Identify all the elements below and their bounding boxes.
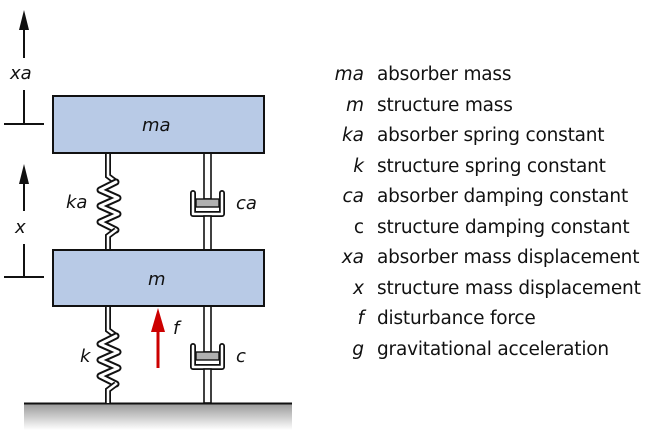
x-label: x (14, 217, 26, 238)
ground-fill (24, 404, 292, 430)
legend-description: absorber mass displacement (377, 247, 640, 268)
legend-symbol: m (345, 94, 364, 116)
structure-damper-label: c (236, 346, 246, 367)
structure-mass: m (52, 249, 265, 307)
force-label: f (173, 318, 182, 339)
legend-description: structure mass displacement (377, 277, 641, 299)
legend-description: absorber mass (377, 64, 512, 85)
legend-item: ma absorber mass (318, 60, 668, 91)
legend-item: c structure damping constant (318, 213, 668, 244)
absorber-spring: ka (66, 153, 122, 250)
xa-label: xa (9, 63, 32, 84)
legend-item: k structure spring constant (318, 152, 668, 183)
structure-mass-block (52, 249, 265, 307)
legend-symbol: k (353, 155, 364, 177)
absorber-spring-label: ka (66, 192, 87, 213)
legend-symbol: ka (341, 125, 364, 146)
legend-symbol: xa (341, 247, 364, 268)
legend-description: structure damping constant (377, 216, 630, 238)
structure-damper: c (190, 305, 246, 404)
absorber-damper-rod (203, 152, 212, 200)
legend-symbol: c (353, 216, 364, 238)
absorber-damper: ca (190, 152, 257, 251)
legend-item: xa absorber mass displacement (318, 243, 668, 274)
legend-description: gravitational acceleration (377, 338, 609, 360)
legend-description: absorber spring constant (377, 125, 605, 146)
legend-item: ka absorber spring constant (318, 121, 668, 152)
absorber-displacement-indicator: xa (4, 10, 44, 125)
legend-item: f disturbance force (318, 304, 668, 335)
legend-symbol: f (357, 308, 364, 329)
legend-item: ca absorber damping constant (318, 182, 668, 213)
legend: ma absorber mass m structure mass ka abs… (318, 60, 668, 365)
legend-item: g gravitational acceleration (318, 335, 668, 366)
legend-description: structure spring constant (377, 155, 606, 177)
legend-symbol: x (353, 277, 364, 299)
legend-symbol: ma (334, 64, 364, 85)
structure-spring-label: k (80, 346, 92, 367)
legend-symbol: ca (342, 186, 364, 207)
xa-arrow-head (19, 10, 29, 30)
force-arrow-head (151, 308, 165, 332)
legend-symbol: g (352, 338, 364, 360)
absorber-damper-label: ca (236, 193, 257, 214)
structure-displacement-indicator: x (4, 164, 44, 278)
absorber-mass: ma (52, 95, 265, 154)
structure-damper-piston (195, 351, 220, 361)
structure-spring: k (80, 306, 122, 403)
legend-description: disturbance force (377, 308, 536, 329)
absorber-damper-lower-rod (203, 215, 212, 251)
ground (24, 402, 292, 430)
legend-description: structure mass (377, 94, 513, 116)
legend-item: m structure mass (318, 91, 668, 122)
structure-damper-rod (203, 305, 212, 353)
absorber-damper-piston (195, 198, 220, 208)
legend-item: x structure mass displacement (318, 274, 668, 305)
absorber-mass-label: ma (142, 115, 171, 136)
disturbance-force: f (151, 308, 182, 368)
structure-damper-lower-rod (203, 368, 212, 404)
mass-spring-damper-diagram: xa x ka ca ma (4, 10, 292, 430)
legend-description: absorber damping constant (377, 186, 629, 207)
absorber-mass-block (52, 95, 265, 154)
x-arrow-head (19, 164, 29, 184)
structure-mass-label: m (148, 269, 166, 290)
